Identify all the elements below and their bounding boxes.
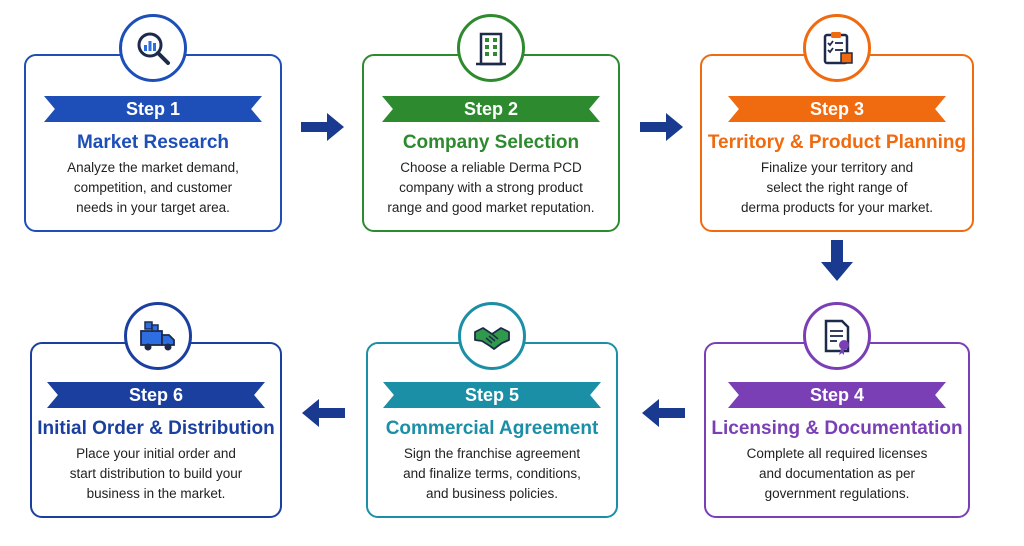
step-3-banner: Step 3	[728, 96, 946, 122]
step-3-card	[700, 54, 974, 232]
arrow-right-icon	[301, 113, 344, 141]
step-2-icon-badge	[457, 14, 525, 82]
step-6-banner: Step 6	[47, 382, 265, 408]
step-1-description: Analyze the market demand, competition, …	[24, 158, 282, 218]
step-6-desc-line: start distribution to build your	[69, 466, 243, 481]
step-2-title: Company Selection	[402, 132, 580, 153]
step-1-icon-badge	[119, 14, 187, 82]
step-5-desc-line: and finalize terms, conditions,	[403, 466, 581, 481]
step-2-desc-line: range and good market reputation.	[387, 200, 595, 215]
step-1-card	[24, 54, 282, 232]
clipboard-checklist-icon	[823, 32, 853, 65]
step-1-title: Market Research	[76, 132, 230, 153]
step-3-desc-line: derma products for your market.	[740, 200, 934, 215]
step-4-desc-line: and documentation as per	[758, 466, 916, 481]
step-3-icon-badge	[803, 14, 871, 82]
magnifier-chart-icon	[137, 32, 170, 65]
arrow-down-icon	[821, 240, 853, 281]
certificate-document-icon	[824, 319, 850, 355]
step-4-title: Licensing & Documentation	[711, 418, 963, 439]
step-2-card	[362, 54, 620, 232]
step-1-banner: Step 1	[44, 96, 262, 122]
step-4-desc-line: Complete all required licenses	[746, 446, 928, 461]
arrow-left-icon	[302, 399, 345, 427]
step-5-description: Sign the franchise agreement and finaliz…	[366, 444, 618, 504]
step-6-icon-badge	[124, 302, 192, 370]
step-3-title: Territory & Product Planning	[707, 132, 967, 153]
delivery-truck-icon	[140, 321, 175, 351]
step-1-desc-line: competition, and customer	[73, 180, 233, 195]
step-2-desc-line: Choose a reliable Derma PCD	[400, 160, 582, 175]
step-2-desc-line: company with a strong product	[399, 180, 583, 195]
step-4-icon-badge	[803, 302, 871, 370]
step-6-desc-line: business in the market.	[86, 486, 226, 501]
arrow-left-icon	[642, 399, 685, 427]
step-5-title: Commercial Agreement	[385, 418, 599, 439]
step-5-banner: Step 5	[383, 382, 601, 408]
office-building-icon	[476, 32, 506, 66]
step-6-desc-line: Place your initial order and	[76, 446, 236, 461]
step-4-banner: Step 4	[728, 382, 946, 408]
arrow-right-icon	[640, 113, 683, 141]
step-5-desc-line: and business policies.	[425, 486, 559, 501]
handshake-icon	[474, 327, 510, 350]
step-5-icon-badge	[458, 302, 526, 370]
step-6-description: Place your initial order and start distr…	[30, 444, 282, 504]
step-1-desc-line: needs in your target area.	[76, 200, 230, 215]
step-3-desc-line: Finalize your territory and	[760, 160, 914, 175]
step-1-desc-line: Analyze the market demand,	[67, 160, 239, 175]
step-5-desc-line: Sign the franchise agreement	[403, 446, 581, 461]
step-2-description: Choose a reliable Derma PCD company with…	[362, 158, 620, 218]
step-4-description: Complete all required licenses and docum…	[704, 444, 970, 504]
step-4-desc-line: government regulations.	[764, 486, 910, 501]
step-2-banner: Step 2	[382, 96, 600, 122]
step-6-title: Initial Order & Distribution	[37, 418, 275, 439]
step-3-desc-line: select the right range of	[766, 180, 908, 195]
step-3-description: Finalize your territory and select the r…	[700, 158, 974, 218]
